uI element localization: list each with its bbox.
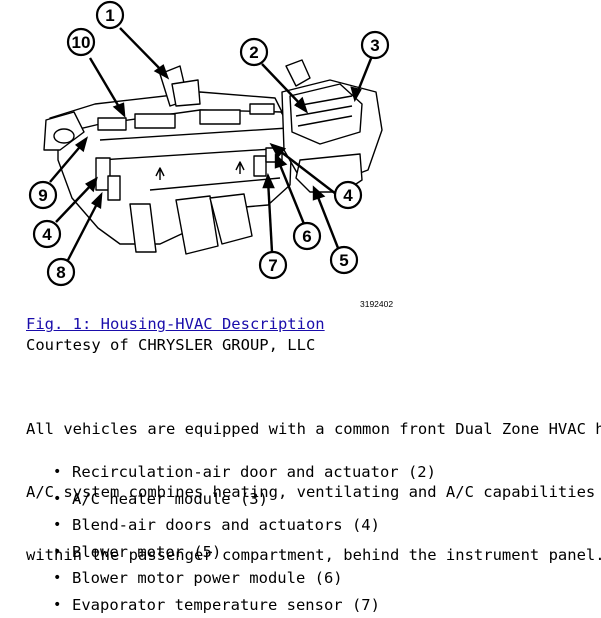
hvac-housing-drawing — [44, 60, 382, 254]
callout-4-left: 4 — [34, 221, 60, 247]
courtesy-line: Courtesy of CHRYSLER GROUP, LLC — [26, 335, 325, 356]
callout-6: 6 — [294, 223, 320, 249]
list-item: Blower motor power module (6) — [0, 565, 436, 592]
svg-text:4: 4 — [343, 186, 353, 205]
callout-5: 5 — [331, 247, 357, 273]
svg-text:1: 1 — [105, 6, 114, 25]
svg-text:10: 10 — [72, 33, 91, 52]
svg-text:3: 3 — [370, 36, 379, 55]
figure-link[interactable]: Fig. 1: Housing-HVAC Description — [26, 315, 325, 333]
list-item: Recirculation-air door and actuator (2) — [0, 459, 436, 486]
list-item: Blend-air doors and actuators (4) — [0, 512, 436, 539]
callout-3: 3 — [362, 32, 388, 58]
parts-list: Recirculation-air door and actuator (2) … — [0, 459, 436, 618]
svg-text:9: 9 — [38, 186, 47, 205]
paragraph-line: All vehicles are equipped with a common … — [26, 419, 601, 440]
list-item: A/C heater module (3) — [0, 486, 436, 513]
callout-9: 9 — [30, 182, 56, 208]
list-item: Evaporator temperature sensor (7) — [0, 592, 436, 618]
list-item: Blower motor (5) — [0, 539, 436, 566]
callout-8: 8 — [48, 259, 74, 285]
callout-7: 7 — [260, 252, 286, 278]
callout-4-right: 4 — [335, 182, 361, 208]
hvac-illustration: 1 10 2 3 9 4 4 8 7 6 5 3192402 — [0, 0, 601, 315]
callout-2: 2 — [241, 39, 267, 65]
svg-text:2: 2 — [249, 43, 258, 62]
svg-text:8: 8 — [56, 263, 65, 282]
callout-10: 10 — [68, 29, 94, 55]
hvac-housing-figure: 1 10 2 3 9 4 4 8 7 6 5 3192402 — [0, 0, 601, 315]
svg-text:7: 7 — [268, 256, 277, 275]
svg-text:4: 4 — [42, 225, 52, 244]
callout-1: 1 — [97, 2, 123, 28]
svg-text:6: 6 — [302, 227, 311, 246]
svg-text:5: 5 — [339, 251, 348, 270]
figure-id: 3192402 — [360, 299, 393, 309]
figure-caption: Fig. 1: Housing-HVAC Description Courtes… — [26, 314, 325, 356]
